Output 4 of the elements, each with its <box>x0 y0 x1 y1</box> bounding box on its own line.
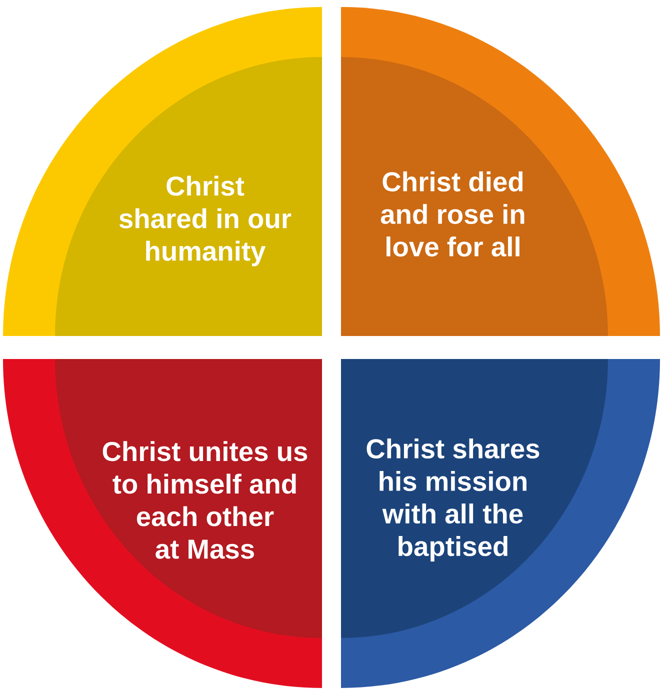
quadrant-panel: Christ shares his mission with all the baptised <box>341 359 660 688</box>
quadrant-panel: Christ shared in our humanity <box>3 7 322 336</box>
quadrant-panel: Christ unites us to himself and each other at Mass <box>3 359 322 688</box>
quadrant-panel: Christ died and rose in love for all <box>341 7 660 336</box>
